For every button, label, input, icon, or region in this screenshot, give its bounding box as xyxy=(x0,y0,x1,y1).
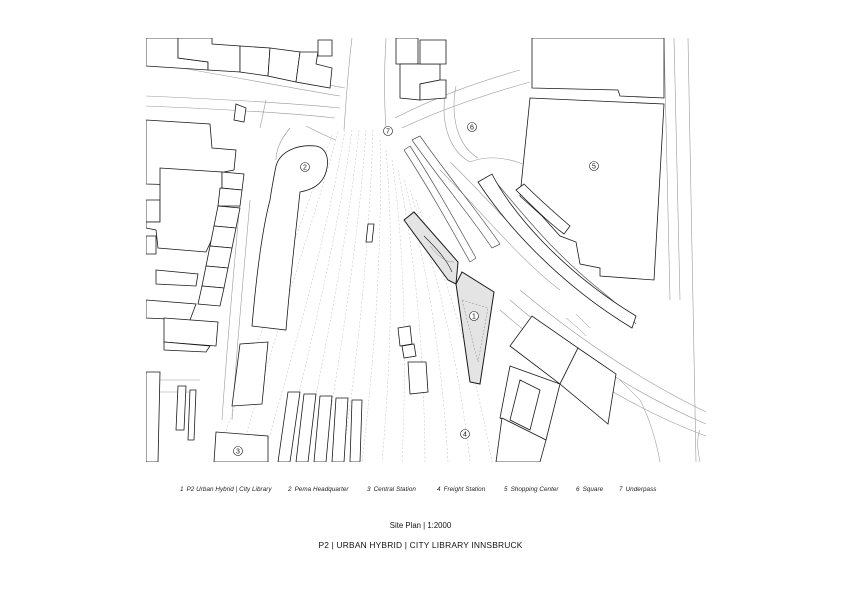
svg-text:6: 6 xyxy=(470,125,474,132)
project-title: P2 | URBAN HYBRID | CITY LIBRARY INNSBRU… xyxy=(318,540,523,550)
svg-text:2: 2 xyxy=(303,165,307,172)
svg-text:5: 5 xyxy=(592,164,596,171)
edge-lines xyxy=(565,313,701,462)
marker-1: 1 xyxy=(469,311,479,321)
marker-3: 3 xyxy=(233,446,243,456)
scale-caption: Site Plan | 1:2000 xyxy=(389,521,452,530)
svg-text:4: 4 xyxy=(463,432,467,439)
svg-text:1: 1 xyxy=(472,314,476,321)
buildings xyxy=(146,38,665,462)
marker-4: 4 xyxy=(460,429,470,439)
marker-2: 2 xyxy=(300,162,310,172)
roads xyxy=(146,38,707,462)
marker-6: 6 xyxy=(467,122,477,132)
library-site xyxy=(403,211,495,385)
marker-5: 5 xyxy=(589,161,599,171)
svg-text:3: 3 xyxy=(236,449,240,456)
marker-7: 7 xyxy=(383,126,393,136)
svg-text:7: 7 xyxy=(386,129,390,136)
